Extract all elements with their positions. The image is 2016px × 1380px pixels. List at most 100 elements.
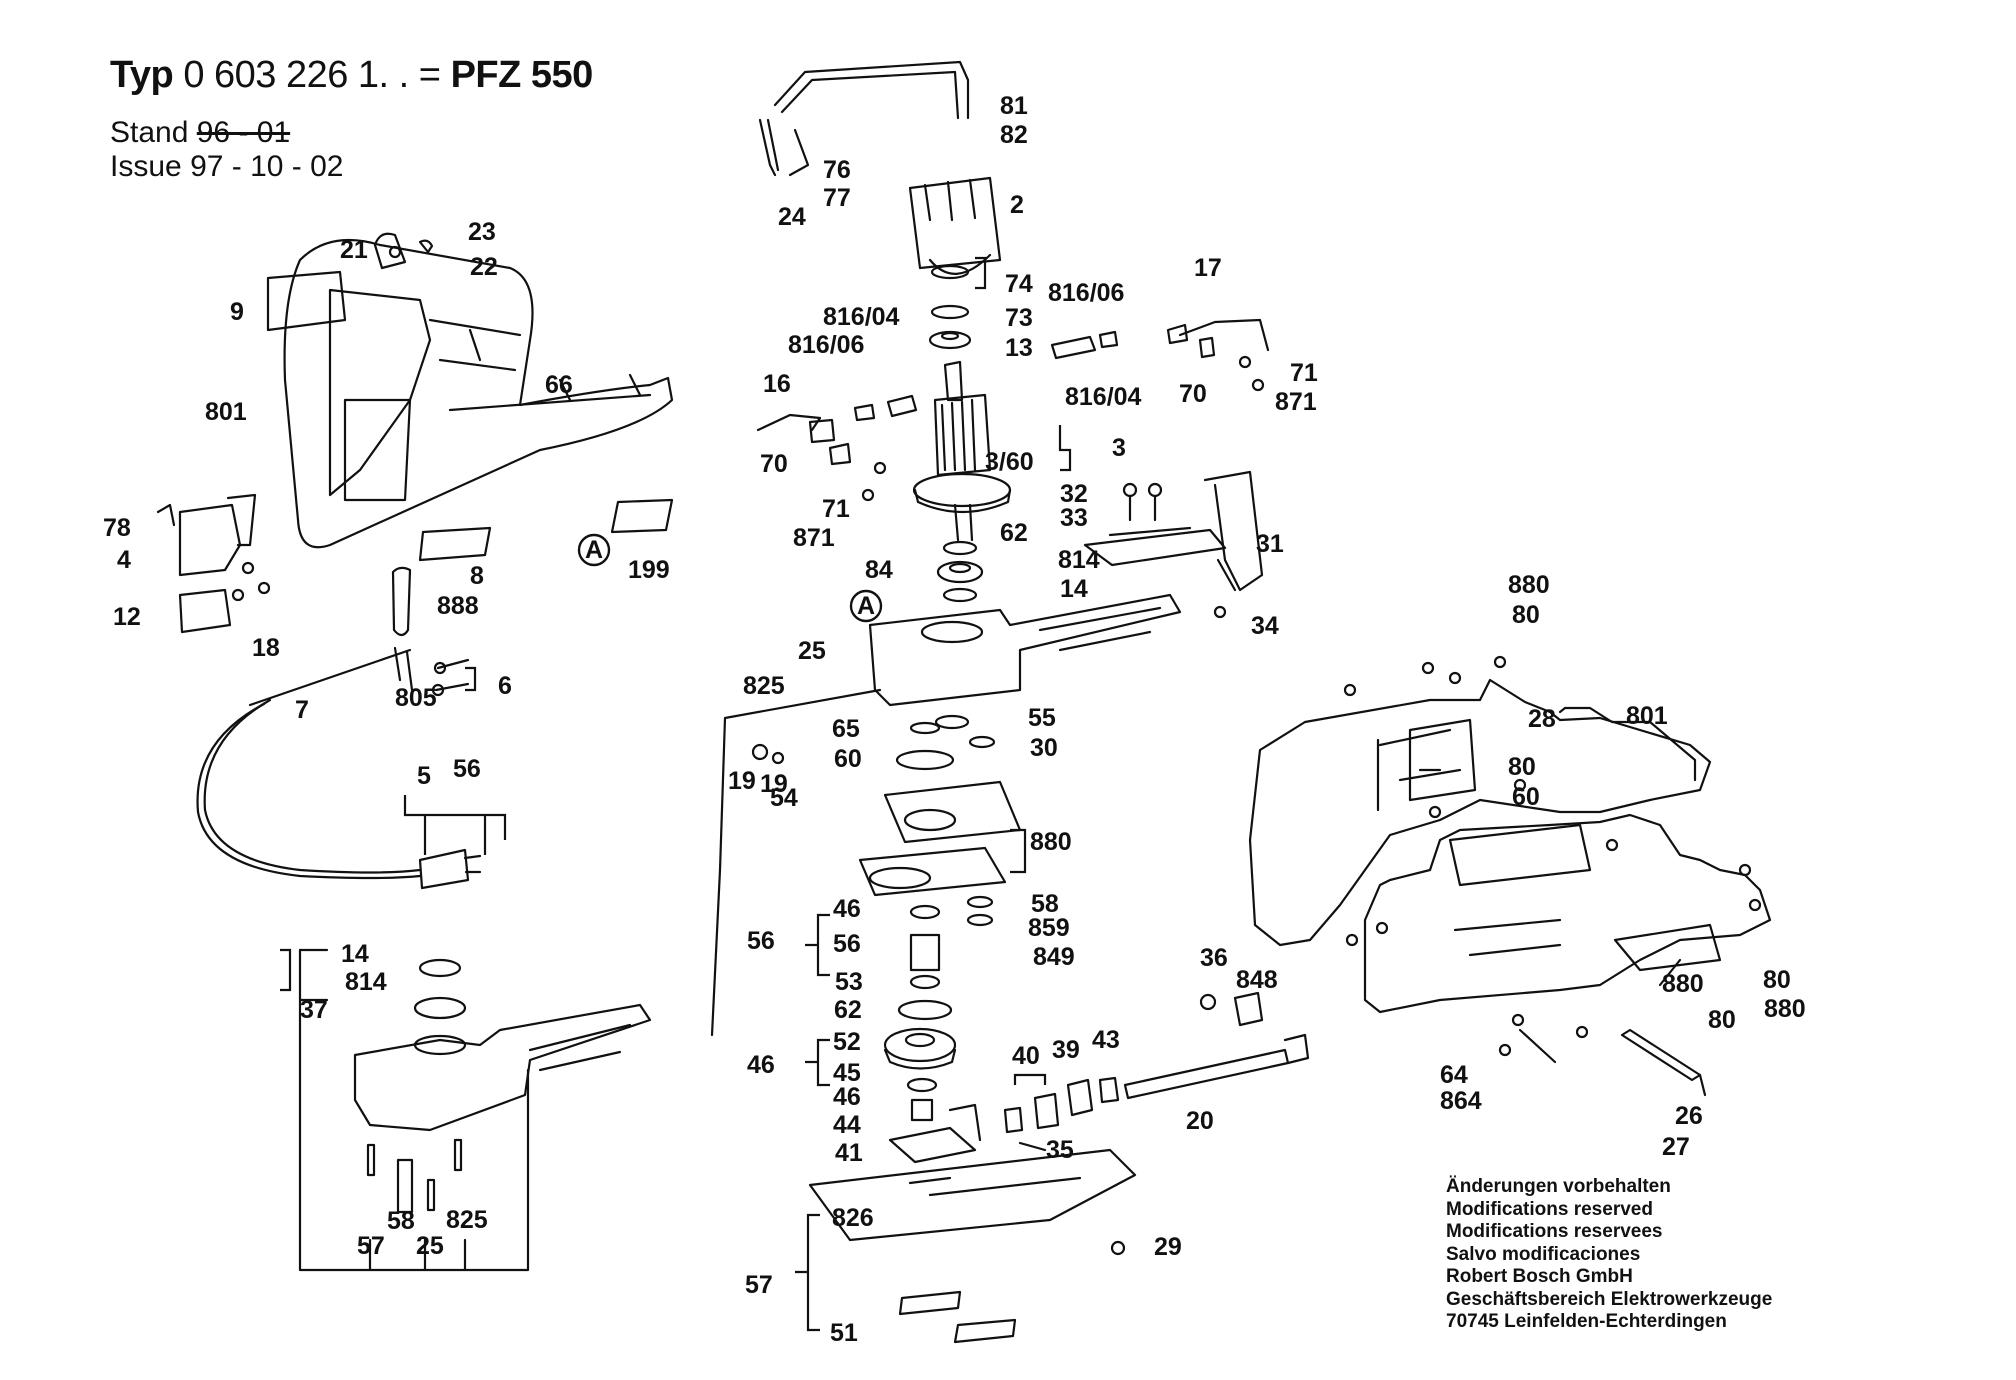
notice-line-fr: Modifications reservees bbox=[1446, 1221, 1663, 1242]
part-label: 859 bbox=[1028, 914, 1070, 942]
part-label: 849 bbox=[1033, 943, 1075, 971]
reference-circle-a bbox=[849, 589, 883, 623]
part-label: 9 bbox=[230, 298, 244, 326]
power-cord bbox=[196, 566, 482, 890]
stand-date: Stand 96 - 01 bbox=[110, 116, 291, 149]
part-label: 27 bbox=[1662, 1133, 1690, 1161]
field-coil-2 bbox=[908, 176, 1002, 275]
slider-44 bbox=[888, 1103, 982, 1164]
part-label: 74 bbox=[1005, 270, 1033, 298]
part-label: A bbox=[857, 592, 875, 620]
notice-line-de: Änderungen vorbehalten bbox=[1446, 1176, 1671, 1197]
part-label: 53 bbox=[835, 968, 863, 996]
part-label: 46 bbox=[833, 1083, 861, 1111]
part-label: 880 bbox=[1508, 571, 1550, 599]
knob-21 bbox=[373, 232, 434, 270]
part-label: 57 bbox=[745, 1271, 773, 1299]
part-label: 816/04 bbox=[1065, 383, 1142, 411]
part-label: 52 bbox=[833, 1028, 861, 1056]
part-label: 58 bbox=[387, 1207, 415, 1235]
brush-holders-16-17 bbox=[756, 318, 1270, 502]
part-label: 880 bbox=[1662, 970, 1704, 998]
part-label: 25 bbox=[416, 1232, 444, 1260]
part-label: 14 bbox=[1060, 575, 1088, 603]
company-name: Robert Bosch GmbH bbox=[1446, 1266, 1633, 1287]
part-label: 826 bbox=[832, 1204, 874, 1232]
part-label: 71 bbox=[1290, 359, 1318, 387]
part-label: 71 bbox=[822, 495, 850, 523]
part-label: 13 bbox=[1005, 334, 1033, 362]
part-label: 14 bbox=[341, 940, 369, 968]
issue-date: Issue 97 - 10 - 02 bbox=[110, 150, 344, 183]
part-label: 76 bbox=[823, 156, 851, 184]
notice-line-es: Salvo modificaciones bbox=[1446, 1243, 1641, 1265]
part-label: 801 bbox=[205, 398, 247, 426]
document-title: Typ 0 603 226 1. . = PFZ 550 bbox=[110, 54, 593, 96]
gear-848 bbox=[883, 1027, 957, 1122]
gear-parts-56-65-55 bbox=[751, 714, 996, 771]
part-label: 80 bbox=[1763, 966, 1791, 994]
part-label: 19 bbox=[760, 770, 788, 798]
part-label: 60 bbox=[1512, 783, 1540, 811]
housing-half-right bbox=[1363, 813, 1772, 1014]
part-label: 19 bbox=[728, 767, 756, 795]
part-label: 6 bbox=[498, 672, 512, 700]
housing-shell bbox=[283, 238, 674, 549]
part-label: 55 bbox=[1028, 704, 1056, 732]
part-label: 8 bbox=[470, 562, 484, 590]
guide-31 bbox=[1083, 470, 1264, 592]
part-label: 805 bbox=[395, 684, 437, 712]
part-label: 816/06 bbox=[788, 331, 864, 359]
part-label: 814 bbox=[1058, 546, 1100, 574]
part-label: 37 bbox=[300, 996, 328, 1024]
part-label: 80 bbox=[1508, 753, 1536, 781]
part-label: 3/60 bbox=[985, 448, 1034, 476]
part-label: 36 bbox=[1200, 944, 1228, 972]
screws-right bbox=[1343, 655, 1762, 1057]
part-label: 44 bbox=[833, 1111, 861, 1139]
part-label: 77 bbox=[823, 184, 851, 212]
base-plate-26 bbox=[808, 1148, 1137, 1344]
reference-circle-a bbox=[577, 533, 611, 567]
part-label: 62 bbox=[834, 996, 862, 1024]
part-label: 84 bbox=[865, 556, 893, 584]
bearings-74-73-13 bbox=[928, 264, 972, 350]
part-label: 4 bbox=[117, 546, 131, 574]
armature-3 bbox=[912, 360, 1012, 542]
part-label: 880 bbox=[1764, 995, 1806, 1023]
part-label: 801 bbox=[1626, 702, 1668, 730]
part-label: 816/06 bbox=[1048, 279, 1124, 307]
carbon-brushes bbox=[853, 330, 1119, 422]
part-label: 60 bbox=[834, 745, 862, 773]
needle-bearings-849 bbox=[897, 895, 994, 1021]
part-label: 25 bbox=[798, 637, 826, 665]
part-label: 73 bbox=[1005, 304, 1033, 332]
part-label: 82 bbox=[1000, 121, 1028, 149]
screws-19 bbox=[431, 658, 470, 697]
gear-housing-825 bbox=[353, 958, 652, 1214]
part-label: 7 bbox=[295, 696, 309, 724]
switch-assembly bbox=[156, 493, 271, 634]
part-label: 70 bbox=[1179, 380, 1207, 408]
leader-lines bbox=[1376, 706, 1697, 1064]
part-label: 871 bbox=[793, 524, 835, 552]
part-label: 46 bbox=[747, 1051, 775, 1079]
part-label: 888 bbox=[437, 592, 479, 620]
part-label: 40 bbox=[1012, 1042, 1040, 1070]
rollers-41-40-39 bbox=[1003, 1076, 1120, 1152]
cover-plate-9 bbox=[266, 270, 347, 332]
part-label: 43 bbox=[1092, 1026, 1120, 1054]
part-label: 64 bbox=[1440, 1061, 1468, 1089]
part-label: 56 bbox=[747, 927, 775, 955]
part-label: 34 bbox=[1251, 612, 1279, 640]
company-address: 70745 Leinfelden-Echterdingen bbox=[1446, 1311, 1727, 1332]
hex-key-64 bbox=[1620, 1028, 1707, 1097]
label-plates bbox=[418, 498, 674, 562]
part-label: 45 bbox=[833, 1059, 861, 1087]
part-label: 871 bbox=[1275, 388, 1317, 416]
part-label: 65 bbox=[832, 715, 860, 743]
part-label: 16 bbox=[763, 370, 791, 398]
part-label: 33 bbox=[1060, 504, 1088, 532]
